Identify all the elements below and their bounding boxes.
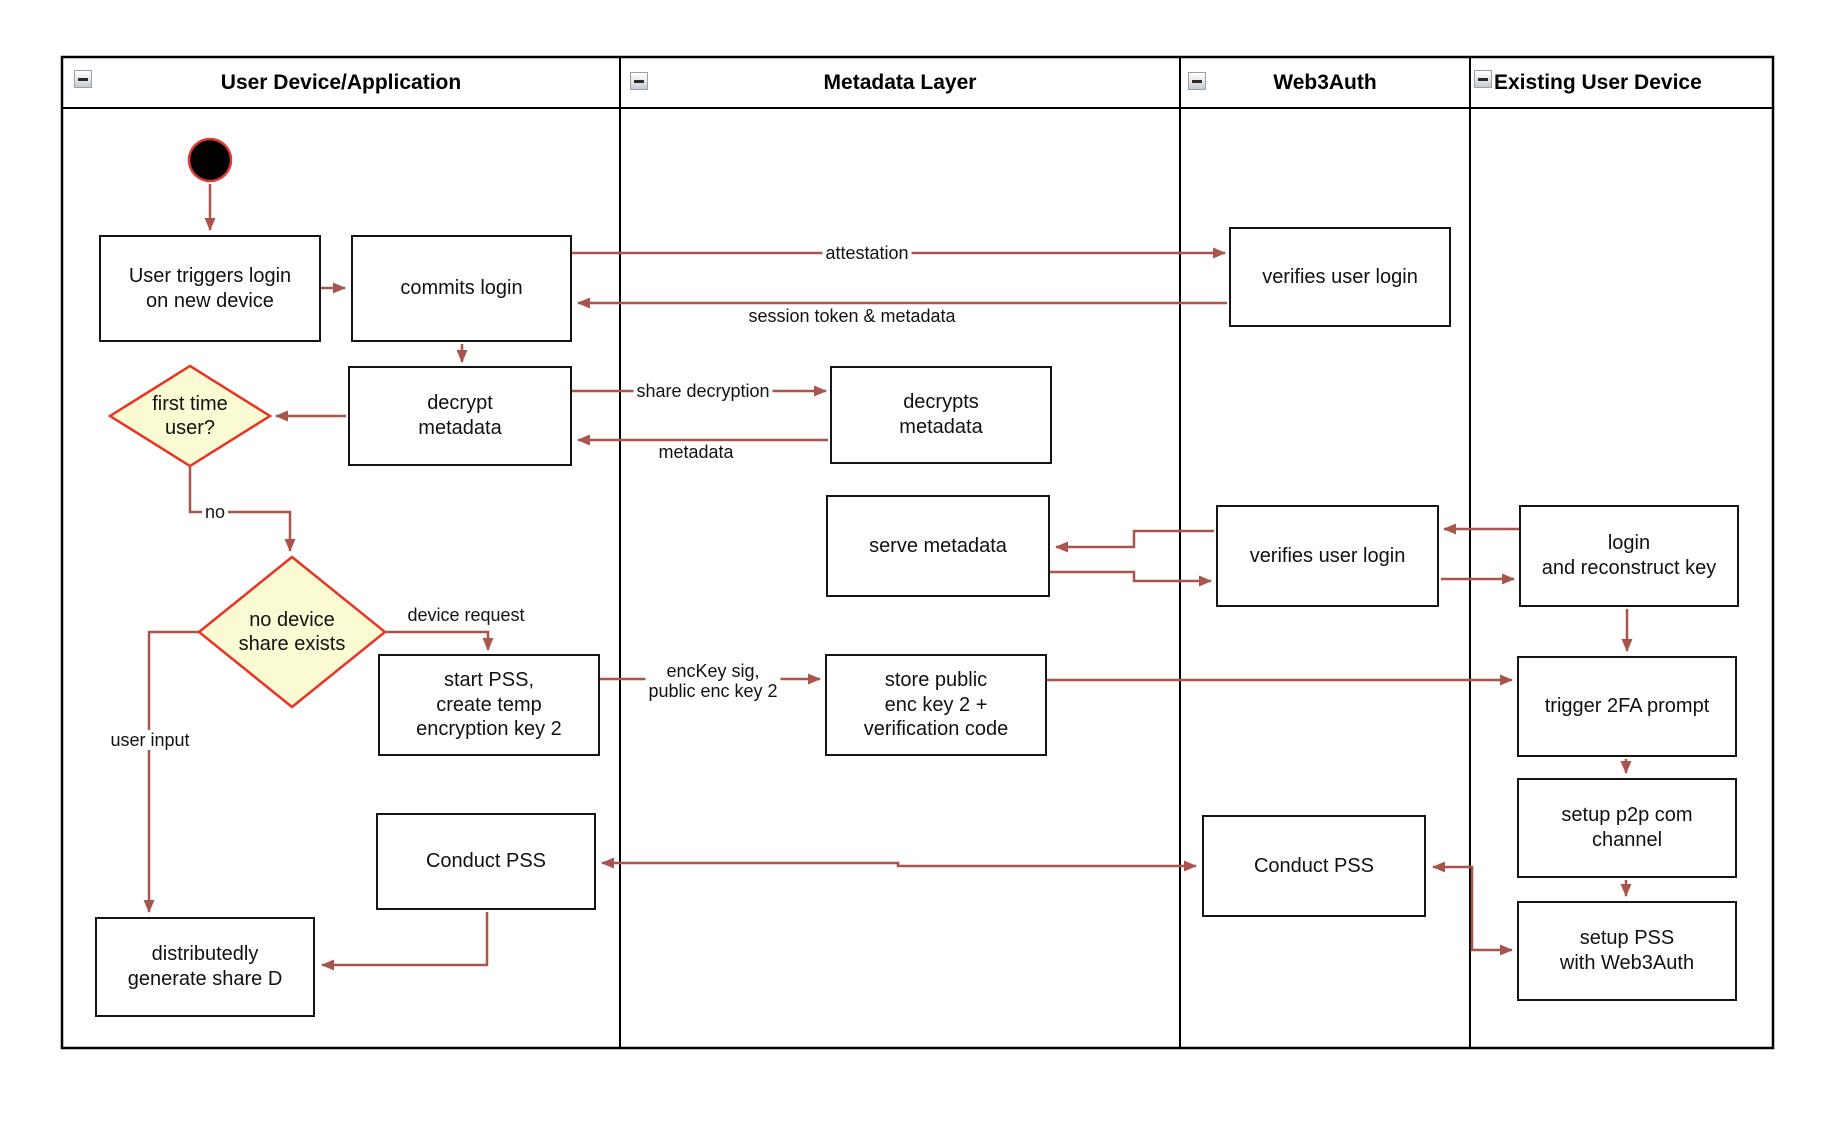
start-node[interactable] (187, 137, 233, 183)
edge-label-share-decryption: share decryption (633, 380, 773, 402)
edge-label-metadata: metadata (658, 442, 734, 462)
node-login-reconstruct[interactable]: login and reconstruct key (1519, 505, 1739, 607)
decision-no-device-share[interactable] (197, 555, 387, 709)
edge-serve-to-verify2 (1050, 570, 1212, 587)
node-verifies-login-2[interactable]: verifies user login (1216, 505, 1439, 607)
node-serve-metadata[interactable]: serve metadata (826, 495, 1050, 597)
edge-label-attestation: attestation (822, 242, 912, 264)
lane-header-user-device[interactable]: User Device/Application (62, 57, 620, 108)
edge-label-no: no (201, 501, 229, 523)
decision-label-no-device: no device share exists (238, 608, 346, 655)
node-verifies-login-1[interactable]: verifies user login (1229, 227, 1451, 327)
lane-title: Existing User Device (1494, 70, 1702, 94)
collapse-icon[interactable] (74, 70, 92, 88)
node-commits-login[interactable]: commits login (351, 235, 572, 342)
edge-conductpss-setuppss (1432, 861, 1513, 956)
node-conduct-pss-user[interactable]: Conduct PSS (376, 813, 596, 910)
edge-label-enckey: encKey sig, public enc key 2 (645, 660, 781, 702)
edge-label-session-token: session token & metadata (748, 306, 956, 326)
node-setup-pss[interactable]: setup PSS with Web3Auth (1517, 901, 1737, 1001)
lane-title: Web3Auth (1273, 70, 1377, 94)
edge-no-branch (188, 467, 296, 552)
lane-header-web3auth[interactable]: Web3Auth (1180, 57, 1470, 108)
pool-frame (60, 55, 1775, 1050)
edge-user-input (143, 630, 199, 913)
collapse-icon[interactable] (1188, 72, 1206, 90)
node-trigger-2fa[interactable]: trigger 2FA prompt (1517, 656, 1737, 757)
edge-device-request (386, 630, 494, 651)
lane-header-metadata-layer[interactable]: Metadata Layer (620, 57, 1180, 108)
edge-verify2-to-serve (1055, 529, 1214, 553)
lane-title: User Device/Application (220, 70, 462, 94)
node-distributed-share[interactable]: distributedly generate share D (95, 917, 315, 1017)
collapse-icon[interactable] (630, 72, 648, 90)
edge-conductpss-to-share (321, 912, 489, 971)
decision-first-time-user[interactable] (107, 364, 273, 468)
edge-conductpss-bidirectional (601, 857, 1197, 872)
decision-label-first-time: first time user? (152, 392, 228, 439)
collapse-icon[interactable] (1474, 70, 1492, 88)
node-decrypt-metadata[interactable]: decrypt metadata (348, 366, 572, 466)
node-user-triggers-login[interactable]: User triggers login on new device (99, 235, 321, 342)
node-store-public-key[interactable]: store public enc key 2 + verification co… (825, 654, 1047, 756)
lane-title: Metadata Layer (823, 70, 977, 94)
edge-label-user-input: user input (107, 729, 193, 751)
lane-header-existing-device[interactable]: Existing User Device (1494, 57, 1773, 108)
edge-label-device-request: device request (407, 604, 525, 625)
node-decrypts-metadata[interactable]: decrypts metadata (830, 366, 1052, 464)
node-start-pss[interactable]: start PSS, create temp encryption key 2 (378, 654, 600, 756)
node-conduct-pss-web3[interactable]: Conduct PSS (1202, 815, 1426, 917)
node-setup-p2p[interactable]: setup p2p com channel (1517, 778, 1737, 878)
